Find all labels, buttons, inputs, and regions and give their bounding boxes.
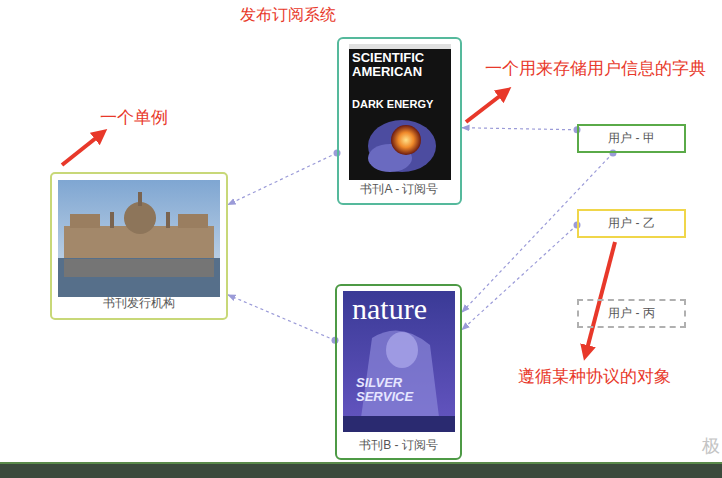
user-box: 用户 - 丙 [577, 299, 686, 328]
building-photo [58, 180, 220, 297]
callout-label: 一个用来存储用户信息的字典 [485, 59, 706, 79]
connector-dot [609, 150, 616, 157]
node-label: 书刊B - 订阅号 [359, 437, 438, 454]
subscription-link [462, 150, 616, 313]
cover-headline: SILVER SERVICE [356, 376, 436, 403]
cover-title: SCIENTIFIC AMERICAN [352, 51, 448, 78]
user-box: 用户 - 乙 [577, 209, 686, 238]
magazine-cover [349, 44, 451, 180]
node-label: 书刊A - 订阅号 [360, 181, 438, 198]
callout-label: 一个单例 [100, 108, 168, 128]
callout-label: 遵循某种协议的对象 [518, 367, 671, 387]
callout-arrow [586, 242, 615, 353]
title: 发布订阅系统 [240, 5, 336, 26]
node-label: 用户 - 丙 [608, 305, 655, 322]
subscription-link [462, 126, 581, 133]
magazine-cover [343, 291, 455, 432]
connector-line [228, 153, 337, 205]
connector-line [462, 153, 613, 312]
connector-line [462, 225, 577, 330]
user-box: 用户 - 甲 [577, 124, 686, 153]
watermark: 极 [702, 436, 720, 458]
bottom-bar-line [0, 462, 722, 464]
node-label: 用户 - 甲 [608, 130, 655, 147]
subscription-link [462, 221, 581, 329]
connector-line [462, 128, 577, 130]
cover-headline: DARK ENERGY [352, 98, 448, 111]
subscription-link [228, 295, 339, 344]
callout-arrow [466, 92, 505, 122]
cover-title: nature [352, 291, 427, 327]
bottom-bar [0, 463, 722, 478]
callout-arrow [62, 134, 101, 165]
connector-line [228, 295, 335, 340]
node-label: 书刊发行机构 [103, 295, 175, 312]
node-label: 用户 - 乙 [608, 215, 655, 232]
subscription-link [228, 149, 341, 204]
publisher-box: 书刊发行机构 [50, 172, 228, 320]
